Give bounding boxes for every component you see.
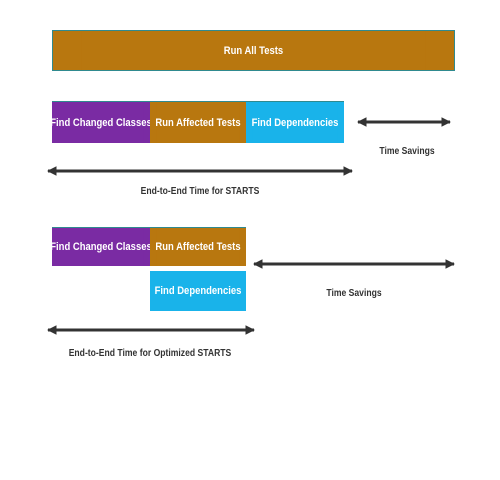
starts-find-dependencies-label: Find Dependencies — [252, 102, 338, 143]
starts-find-changed-classes-label: Find Changed Classes — [52, 102, 150, 143]
starts-end-to-end-label: End-to-End Time for STARTS — [140, 186, 260, 197]
optimized-find-dependencies-bar: Find Dependencies — [150, 271, 246, 311]
optimized-row-top-edge — [52, 227, 246, 228]
optimized-find-dependencies-label: Find Dependencies — [155, 271, 241, 311]
optimized-run-affected-tests-bar: Run Affected Tests — [150, 228, 246, 266]
run-all-tests-bar: Run All Tests — [52, 30, 455, 71]
starts-find-dependencies-bar: Find Dependencies — [246, 102, 344, 143]
optimized-run-affected-tests-label: Run Affected Tests — [155, 228, 241, 266]
run-all-tests-label: Run All Tests — [81, 31, 426, 70]
optimized-find-changed-classes-bar: Find Changed Classes — [52, 228, 150, 266]
starts-find-changed-classes-bar: Find Changed Classes — [52, 102, 150, 143]
starts-run-affected-tests-label: Run Affected Tests — [155, 102, 241, 143]
optimized-find-changed-classes-label: Find Changed Classes — [52, 228, 150, 266]
optimized-time-savings-label: Time Savings — [326, 288, 382, 299]
starts-time-savings-label: Time Savings — [379, 146, 435, 157]
starts-run-affected-tests-bar: Run Affected Tests — [150, 102, 246, 143]
optimized-end-to-end-label: End-to-End Time for Optimized STARTS — [68, 348, 232, 359]
starts-row-top-edge — [52, 101, 344, 102]
